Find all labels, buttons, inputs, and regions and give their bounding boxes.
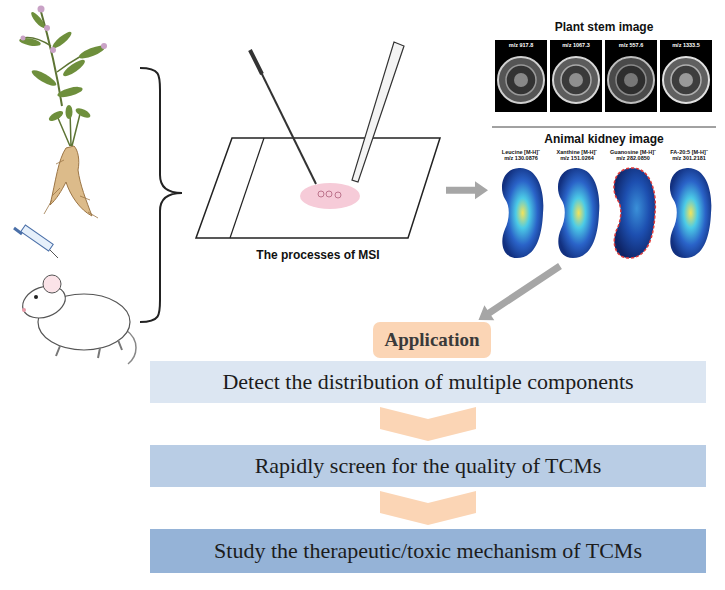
flow-arrow bbox=[446, 181, 488, 199]
mouse-illustration-part bbox=[34, 295, 38, 299]
ginseng-illustration-part bbox=[47, 109, 64, 123]
plant-illustration-part bbox=[44, 25, 50, 31]
step-label: Study the therapeutic/toxic mechanism of… bbox=[214, 538, 642, 564]
step-label: Rapidly screen for the quality of TCMs bbox=[255, 453, 602, 479]
mouse-illustration-part bbox=[21, 225, 53, 251]
plant-stem-images-part bbox=[679, 73, 693, 87]
application-box: Application bbox=[373, 322, 490, 358]
plant-stem-images-part bbox=[561, 65, 591, 95]
ginseng-illustration-part bbox=[74, 106, 91, 119]
step-band: Detect the distribution of multiple comp… bbox=[150, 361, 706, 403]
kidney-images-part bbox=[502, 168, 543, 258]
slide-illustration-part bbox=[256, 62, 316, 184]
plant-stem-images-part bbox=[671, 65, 701, 95]
flow-arrow bbox=[380, 407, 476, 441]
plant-illustration-part bbox=[21, 36, 26, 41]
flow-arrow bbox=[479, 263, 562, 320]
slide-illustration-part bbox=[250, 50, 262, 74]
kidney-images-part bbox=[558, 168, 599, 258]
compound-label: Leucine [M-H]⁻ bbox=[493, 148, 549, 156]
mz-label: m/z 282.0850 bbox=[605, 155, 661, 161]
mouse-illustration-part bbox=[126, 330, 136, 364]
plant-illustration-part bbox=[61, 57, 87, 78]
plant-stem-images-part bbox=[495, 40, 547, 112]
process-caption: The processes of MSI bbox=[192, 248, 444, 262]
plant-illustration-part bbox=[30, 68, 58, 89]
plant-stem-images bbox=[495, 40, 712, 112]
plant-stem-images-part bbox=[663, 57, 709, 103]
compound-label: Xanthine [M-H]⁻ bbox=[549, 148, 605, 156]
msi-process: The processes of MSI bbox=[192, 130, 444, 270]
plant-stem-images-part bbox=[569, 73, 583, 87]
plant-illustration bbox=[19, 6, 107, 107]
arrow-shape bbox=[446, 181, 488, 199]
ginseng-illustration-part bbox=[66, 105, 73, 119]
step-band: Rapidly screen for the quality of TCMs bbox=[150, 445, 706, 487]
slide-illustration-part bbox=[326, 191, 332, 197]
mz-label: m/z 1067.3 bbox=[550, 42, 602, 48]
plant-stem-images-part bbox=[608, 57, 654, 103]
mouse-illustration-part bbox=[22, 308, 26, 312]
plant-stem-images-part bbox=[660, 40, 712, 112]
kidney-image-panel: Animal kidney imageLeucine [M-H]⁻m/z 130… bbox=[490, 130, 718, 264]
arrow-shape bbox=[479, 263, 562, 320]
kidney-images bbox=[502, 168, 711, 258]
mz-label: m/z 130.0876 bbox=[493, 155, 549, 161]
plant-stem-images-part bbox=[514, 73, 528, 87]
compound-label: Guanosine [M-H]⁻ bbox=[605, 148, 661, 156]
kidney-images-part bbox=[614, 168, 655, 258]
plant-stem-images-part bbox=[624, 73, 638, 87]
slide-illustration-part bbox=[352, 42, 404, 182]
mouse-illustration-part bbox=[14, 228, 22, 234]
slide-illustration-part bbox=[300, 183, 360, 209]
arrow-shape bbox=[380, 491, 476, 525]
mz-label: m/z 1333.5 bbox=[660, 42, 712, 48]
divider-line bbox=[492, 127, 716, 128]
panel-heading: Plant stem image bbox=[490, 20, 718, 34]
mz-label: m/z 557.6 bbox=[605, 42, 657, 48]
kidney-images-part bbox=[670, 168, 711, 258]
curly-brace bbox=[140, 68, 182, 322]
plant-stem-images-part bbox=[550, 40, 602, 112]
step-band: Study the therapeutic/toxic mechanism of… bbox=[150, 529, 706, 573]
plant-illustration-part bbox=[56, 85, 83, 99]
mz-label: m/z 151.0264 bbox=[549, 155, 605, 161]
ginseng-illustration bbox=[44, 105, 98, 218]
plant-stem-images-part bbox=[498, 57, 544, 103]
plant-illustration-part bbox=[78, 43, 107, 61]
plant-image-panel: Plant stem image m/z 917.8m/z 1067.3m/z 5… bbox=[490, 18, 718, 114]
plant-stem-images-part bbox=[616, 65, 646, 95]
ginseng-illustration-part bbox=[44, 160, 98, 218]
mouse-illustration-part bbox=[56, 340, 122, 358]
mouse-illustration-part bbox=[43, 275, 61, 293]
plant-stem-images-part bbox=[506, 65, 536, 95]
flow-arrow bbox=[380, 491, 476, 525]
arrow-shape bbox=[380, 407, 476, 441]
plant-stem-images-part bbox=[605, 40, 657, 112]
slide-illustration-part bbox=[196, 138, 440, 238]
panel-heading: Animal kidney image bbox=[490, 132, 718, 146]
plant-illustration-part bbox=[29, 10, 46, 29]
plant-illustration-part bbox=[101, 43, 107, 49]
ginseng-illustration-part bbox=[50, 146, 92, 216]
plant-illustration-part bbox=[50, 47, 56, 53]
mouse-illustration-part bbox=[50, 250, 58, 258]
plant-stem-images-part bbox=[553, 57, 599, 103]
mouse-illustration bbox=[14, 225, 136, 364]
slide-illustration-part bbox=[230, 138, 264, 238]
slide-illustration-part bbox=[335, 192, 341, 198]
application-label: Application bbox=[384, 329, 479, 351]
mz-label: m/z 301.2181 bbox=[661, 155, 717, 161]
slide-illustration bbox=[196, 42, 440, 238]
plant-illustration-part bbox=[38, 6, 45, 13]
compound-label: FA-20:5 [M-H]⁻ bbox=[661, 148, 717, 156]
step-label: Detect the distribution of multiple comp… bbox=[222, 369, 633, 395]
slide-illustration-part bbox=[318, 191, 324, 197]
mz-label: m/z 917.8 bbox=[495, 42, 547, 48]
